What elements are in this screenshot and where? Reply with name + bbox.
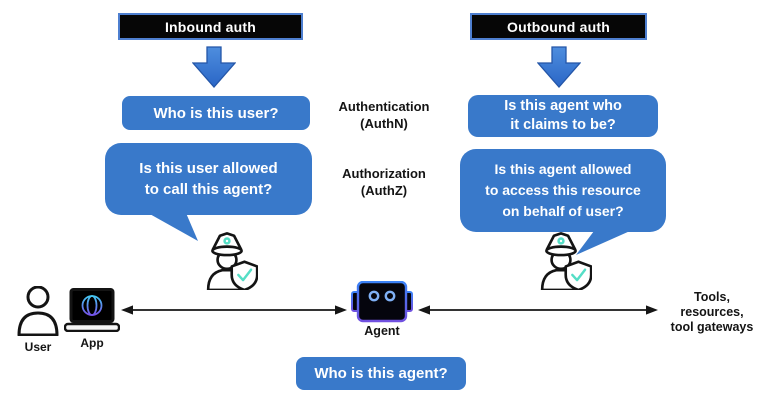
question-who-is-agent: Who is this agent?	[296, 357, 466, 390]
app-label: App	[80, 336, 104, 350]
shield-check-icon	[230, 260, 258, 290]
app-laptop-icon	[64, 288, 120, 332]
robot-eye	[384, 290, 396, 302]
user-label: User	[24, 340, 52, 354]
question-user-allowed: Is this user allowed to call this agent?	[105, 143, 312, 215]
app-agent-double-arrow	[121, 305, 347, 315]
agent-tools-double-arrow	[418, 305, 658, 315]
cap-badge	[223, 237, 231, 245]
outbound-auth-header: Outbound auth	[470, 13, 647, 40]
shield-check-icon	[564, 260, 592, 290]
authz-label: Authorization (AuthZ)	[342, 166, 426, 198]
user-icon	[17, 286, 59, 336]
inbound-auth-header: Inbound auth	[118, 13, 303, 40]
question-who-is-user: Who is this user?	[122, 96, 310, 130]
security-guard-icon	[540, 232, 592, 290]
cap-badge	[557, 237, 565, 245]
question-agent-identity-claim: Is this agent who it claims to be?	[468, 95, 658, 137]
agent-label: Agent	[364, 324, 400, 338]
question-agent-allowed: Is this agent allowed to access this res…	[460, 149, 666, 232]
globe-icon	[81, 295, 103, 316]
down-arrow-icon	[192, 46, 236, 88]
speech-bubble-tail	[576, 231, 630, 255]
down-arrow-icon	[537, 46, 581, 88]
speech-bubble-tail	[148, 213, 198, 241]
tools-label: Tools, resources, tool gateways	[670, 290, 754, 334]
robot-eye	[368, 290, 380, 302]
security-guard-icon	[206, 232, 258, 290]
authn-label: Authentication (AuthN)	[338, 99, 430, 131]
agent-robot-icon	[351, 281, 413, 323]
